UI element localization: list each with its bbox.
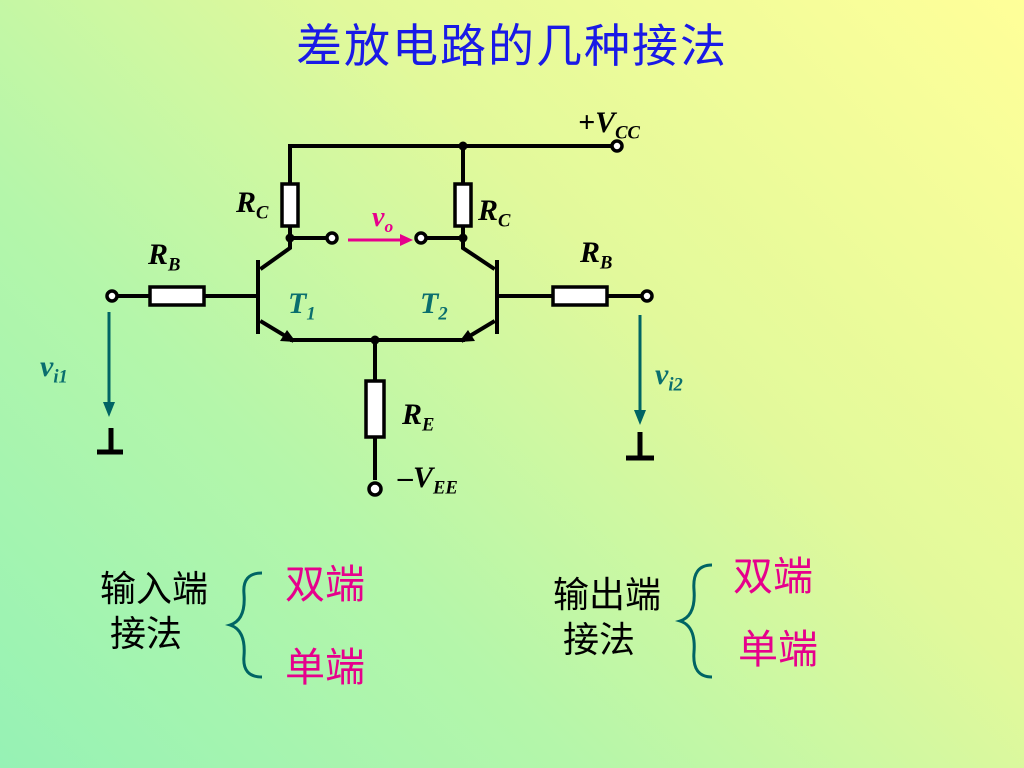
input-modes-line2: 接法	[110, 614, 183, 655]
output-modes-heading: 输出端 接法	[553, 573, 661, 663]
left-rb-label: RB	[148, 238, 181, 276]
right-rc-resistor	[453, 182, 473, 228]
left-input-terminal	[105, 289, 119, 303]
t1-emitter-arrow	[280, 330, 296, 342]
re-label: RE	[402, 398, 435, 436]
right-input-terminal	[640, 289, 654, 303]
re-resistor	[364, 379, 386, 439]
t1-label: T1	[288, 287, 316, 325]
output-option-single: 单端	[738, 627, 818, 673]
vi2-label: vi2	[655, 358, 683, 396]
junction-dot	[370, 335, 380, 345]
left-ground-icon	[97, 428, 123, 455]
junction-dot	[458, 141, 468, 151]
vi1-arrow-head	[103, 402, 115, 417]
right-rc-label: RC	[478, 194, 511, 232]
right-ground-icon	[626, 432, 654, 461]
vo-arrow-head	[400, 234, 413, 246]
vcc-terminal	[610, 139, 624, 153]
t2-emitter-arrow	[459, 330, 475, 342]
junction-dot	[285, 233, 295, 243]
vee-label: –VEE	[398, 461, 458, 499]
left-rb-resistor	[148, 285, 206, 307]
input-brace-icon	[224, 571, 263, 679]
output-modes-line1: 输出端	[553, 575, 662, 616]
right-collector-wire	[461, 144, 496, 271]
input-option-double: 双端	[285, 562, 365, 608]
vi1-label: vi1	[40, 350, 68, 388]
vee-terminal	[367, 481, 383, 497]
page-title: 差放电路的几种接法	[296, 19, 728, 73]
input-modes-line1: 输入端	[100, 569, 209, 610]
right-vo-terminal	[414, 231, 428, 245]
right-rb-label: RB	[580, 236, 613, 274]
t2-label: T2	[420, 287, 448, 325]
output-modes-line2: 接法	[563, 620, 636, 661]
output-brace-icon	[674, 563, 713, 679]
left-vo-terminal	[325, 231, 339, 245]
input-option-single: 单端	[285, 645, 365, 691]
vcc-label: +VCC	[578, 106, 640, 144]
input-modes-heading: 输入端 接法	[100, 567, 208, 657]
left-collector-wire	[259, 144, 292, 271]
output-option-double: 双端	[733, 554, 813, 600]
vo-label: vo	[372, 202, 394, 237]
junction-dot	[458, 233, 468, 243]
left-rc-label: RC	[236, 186, 269, 224]
left-rc-resistor	[280, 182, 300, 228]
right-rb-resistor	[551, 285, 609, 307]
vi2-arrow-head	[634, 410, 646, 425]
